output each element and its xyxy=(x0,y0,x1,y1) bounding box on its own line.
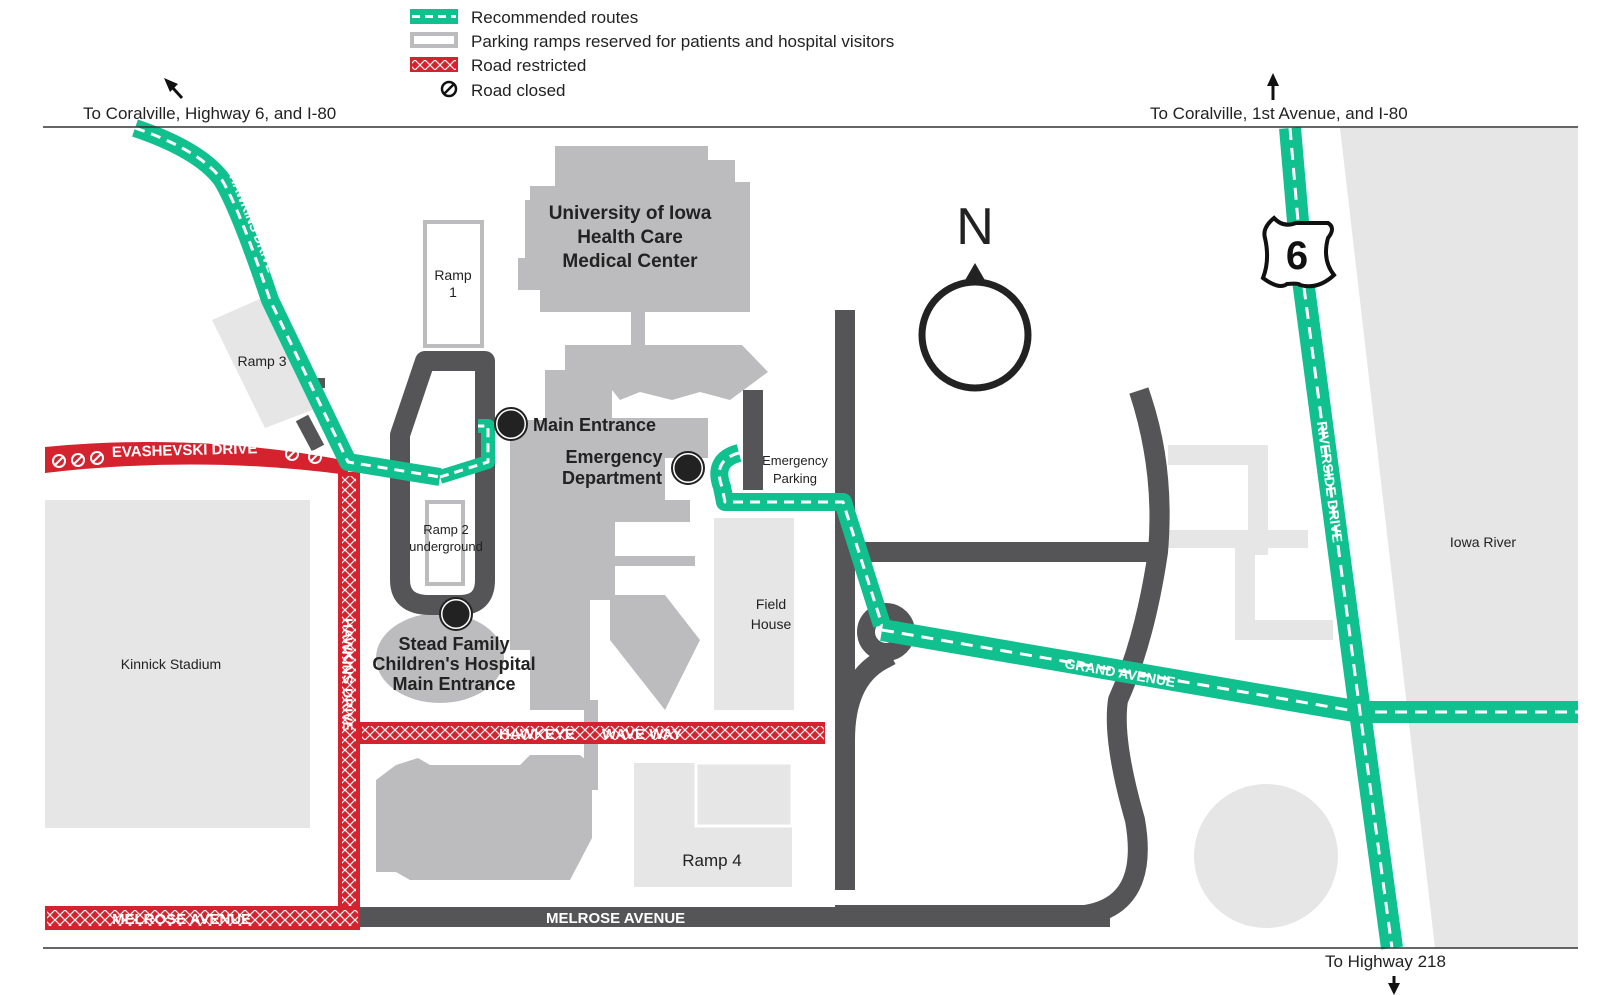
stead-label-line1[interactable]: Stead Family xyxy=(398,634,509,654)
arrow-north-icon xyxy=(1267,73,1279,100)
hawkeye-label: HAWKEYE xyxy=(499,726,575,743)
ramp-3-label: Ramp 3 xyxy=(237,353,286,369)
ramp-2 xyxy=(425,500,465,586)
emergency-label-line2[interactable]: Department xyxy=(562,468,662,488)
road-closed-icon xyxy=(52,454,66,468)
legend-parking-label: Parking ramps reserved for patients and … xyxy=(471,32,894,51)
stead-label-line2[interactable]: Children's Hospital xyxy=(372,654,535,674)
legend-restricted-label: Road restricted xyxy=(471,56,586,75)
restricted-roads xyxy=(45,442,825,930)
hospital-title-line1: University of Iowa xyxy=(549,203,712,224)
field-house-label-line1: Field xyxy=(756,596,786,612)
hospital-building xyxy=(376,146,768,880)
ramp-2-label-line2: underground xyxy=(409,539,483,554)
field-house xyxy=(714,518,794,710)
legend-recommended-label: Recommended routes xyxy=(471,8,638,27)
road-closed-icons xyxy=(52,447,322,468)
field-house-label-line2: House xyxy=(751,616,792,632)
highway-6-shield-icon: 6 xyxy=(1260,215,1337,289)
road-closed-icon xyxy=(285,447,299,461)
road-closed-icon xyxy=(90,451,104,465)
ramp-4-label: Ramp 4 xyxy=(682,851,742,870)
round-building xyxy=(1194,784,1338,928)
kinnick-stadium-label: Kinnick Stadium xyxy=(121,656,221,672)
recommended-routes xyxy=(132,119,1578,950)
hospital-title: University of Iowa Health Care Medical C… xyxy=(549,203,712,272)
emergency-parking-label-line2: Parking xyxy=(773,471,817,486)
ramp-4-annex xyxy=(694,761,794,828)
main-entrance-label[interactable]: Main Entrance xyxy=(533,415,656,435)
ramp-3-connector xyxy=(295,414,325,452)
edge-label-top-right: To Coralville, 1st Avenue, and I-80 xyxy=(1150,104,1408,123)
ramp-3 xyxy=(212,298,325,428)
arrow-northwest-icon xyxy=(164,78,184,100)
east-building xyxy=(1168,445,1333,640)
ramp-1 xyxy=(423,220,484,348)
stead-entrance-marker-icon[interactable] xyxy=(439,597,473,631)
hawkins-drive-south-label: HAWKINS DRIVE xyxy=(340,618,356,731)
emergency-marker-icon[interactable] xyxy=(671,451,705,485)
evashevski-drive-label: EVASHEVSKI DRIVE xyxy=(112,440,258,461)
hospital-loop-road xyxy=(390,351,495,615)
highway-shield-number: 6 xyxy=(1286,234,1308,278)
inner-east-road xyxy=(835,387,1170,925)
legend-route-swatch xyxy=(410,9,458,24)
wave-way-label: WAVE WAY xyxy=(602,726,682,743)
edge-label-top-left: To Coralville, Highway 6, and I-80 xyxy=(83,104,336,123)
main-entrance-marker-icon[interactable] xyxy=(494,407,528,441)
edge-label-bottom-right: To Highway 218 xyxy=(1325,952,1446,971)
emergency-parking-label-line1: Emergency xyxy=(762,453,828,468)
evashevski-drive xyxy=(45,442,348,475)
compass-label: N xyxy=(956,198,994,256)
edge-arrows xyxy=(164,73,1400,995)
iowa-river-label: Iowa River xyxy=(1450,534,1516,550)
road-closed-icon xyxy=(71,453,85,467)
compass-icon: N xyxy=(918,198,1032,392)
stead-label-line3[interactable]: Main Entrance xyxy=(392,674,515,694)
hospital-title-line3: Medical Center xyxy=(562,251,698,272)
legend-closed-label: Road closed xyxy=(471,81,566,100)
roundabout-south xyxy=(834,646,896,751)
gray-roads xyxy=(350,310,1170,927)
kinnick-stadium xyxy=(45,500,310,828)
melrose-avenue-east-label: MELROSE AVENUE xyxy=(546,910,685,927)
legend: Recommended routes Parking ramps reserve… xyxy=(410,8,894,100)
ramp-2-label-line1: Ramp 2 xyxy=(423,522,469,537)
legend-parking-swatch xyxy=(410,32,458,48)
arrow-south-icon xyxy=(1388,976,1400,995)
ramp-1-label-line1: Ramp xyxy=(434,267,472,283)
melrose-avenue-west-label: MELROSE AVENUE xyxy=(112,911,251,928)
stead-entrance-plaza xyxy=(376,613,504,703)
emergency-label-line1[interactable]: Emergency xyxy=(565,447,662,467)
ramp-1-label-line2: 1 xyxy=(449,284,457,300)
legend-closed-icon xyxy=(440,80,458,98)
iowa-river xyxy=(1340,128,1578,948)
entrance-markers xyxy=(439,407,705,631)
hospital-title-line2: Health Care xyxy=(577,227,683,248)
road-closed-icon xyxy=(308,450,322,464)
